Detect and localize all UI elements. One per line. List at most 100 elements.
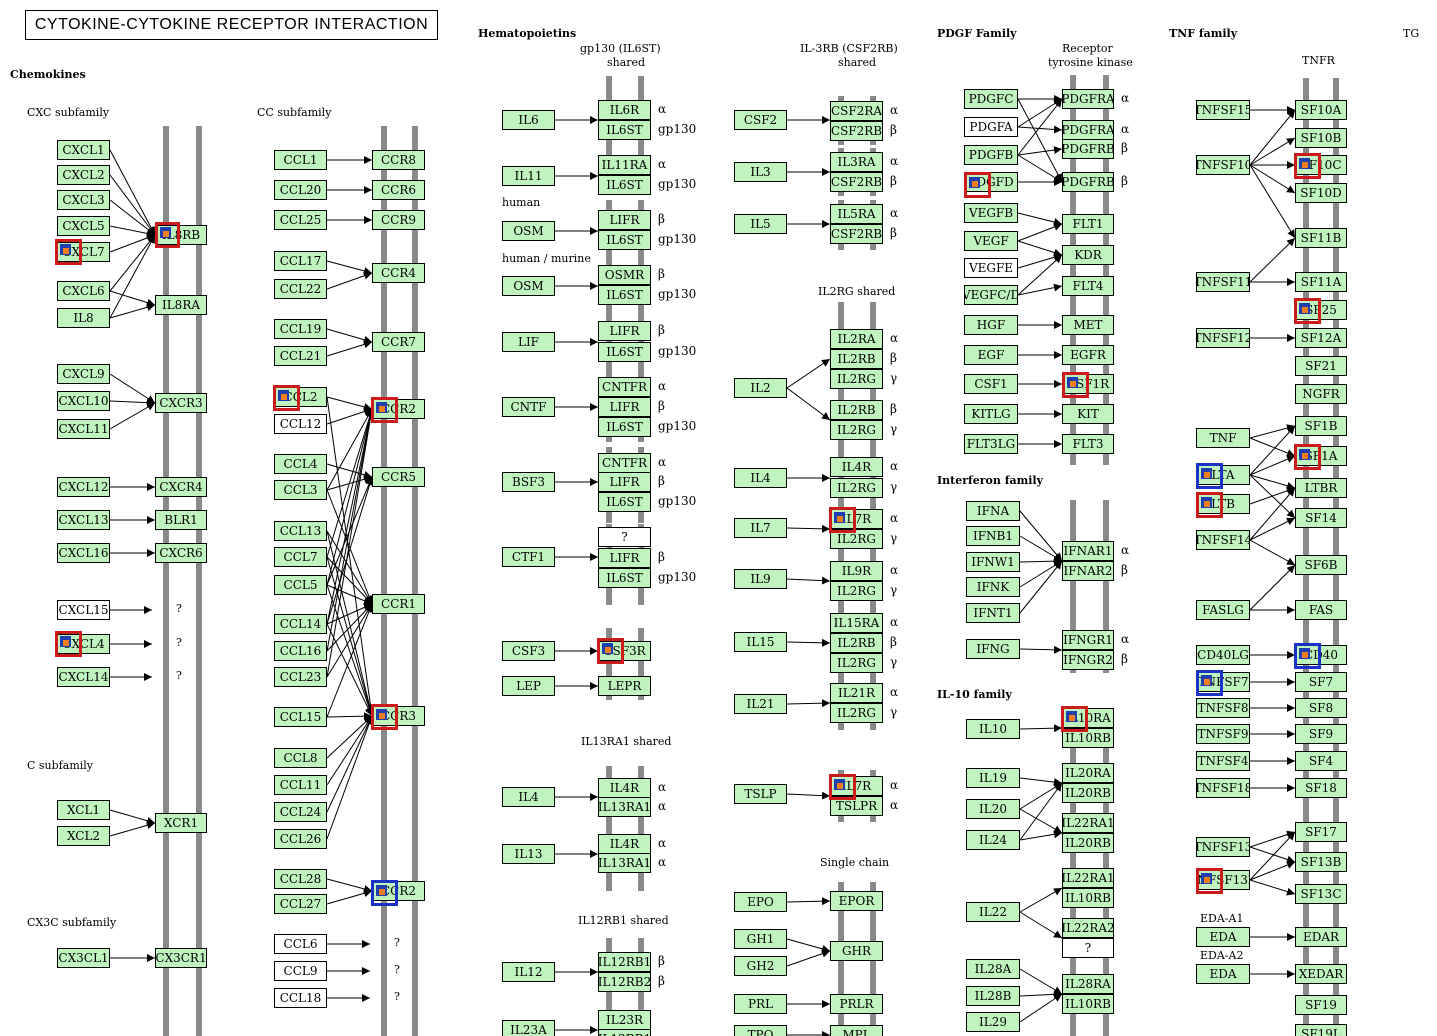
receptor-box-flt3[interactable]: FLT3 <box>1062 434 1114 454</box>
receptor-box-ccr9[interactable]: CCR9 <box>372 210 425 230</box>
receptor-box-il20rb[interactable]: IL20RB <box>1062 833 1114 853</box>
receptor-box-il2rg[interactable]: IL2RG <box>830 369 883 389</box>
ligand-box-xcl2[interactable]: XCL2 <box>57 826 110 846</box>
receptor-box-il7r[interactable]: IL7R <box>830 776 883 796</box>
receptor-box-prlr[interactable]: PRLR <box>830 994 883 1014</box>
receptor-box-ifnar2[interactable]: IFNAR2 <box>1062 561 1114 581</box>
ligand-box-ccl27[interactable]: CCL27 <box>274 894 327 914</box>
ligand-box-pdgfd[interactable]: PDGFD <box>964 172 1018 192</box>
receptor-box-flt4[interactable]: FLT4 <box>1062 276 1114 296</box>
ligand-box-ccl22[interactable]: CCL22 <box>274 279 327 299</box>
receptor-box-il15ra[interactable]: IL15RA <box>830 613 883 633</box>
ligand-box-il2[interactable]: IL2 <box>734 378 787 398</box>
receptor-box-il6st[interactable]: IL6ST <box>598 342 651 362</box>
ligand-box-il4[interactable]: IL4 <box>502 787 555 807</box>
receptor-box-ghr[interactable]: GHR <box>830 941 883 961</box>
ligand-box-ifnk[interactable]: IFNK <box>966 577 1020 597</box>
receptor-box-sf10b[interactable]: SF10B <box>1295 128 1347 148</box>
receptor-box-il13ra1[interactable]: IL13RA1 <box>598 853 651 873</box>
ligand-box-il19[interactable]: IL19 <box>966 768 1020 788</box>
receptor-box-il12rb2[interactable]: IL12RB2 <box>598 972 651 992</box>
receptor-box-lifr[interactable]: LIFR <box>598 548 651 568</box>
receptor-box-fas[interactable]: FAS <box>1295 600 1347 620</box>
ligand-box-il12[interactable]: IL12 <box>502 962 555 982</box>
receptor-box-csf1r[interactable]: CSF1R <box>1062 374 1114 394</box>
ligand-box-csf2[interactable]: CSF2 <box>734 110 787 130</box>
ligand-box-osm[interactable]: OSM <box>502 276 555 296</box>
receptor-box-ccr8[interactable]: CCR8 <box>372 150 425 170</box>
ligand-box-ccl25[interactable]: CCL25 <box>274 210 327 230</box>
receptor-box-il7r[interactable]: IL7R <box>830 509 883 529</box>
receptor-box-il10rb[interactable]: IL10RB <box>1062 994 1114 1014</box>
ligand-box-tnfsf11[interactable]: TNFSF11 <box>1196 272 1250 292</box>
ligand-box-cxcl7[interactable]: CXCL7 <box>57 242 110 262</box>
ligand-box-tnfsf4[interactable]: TNFSF4 <box>1196 751 1250 771</box>
receptor-box-cxcr4[interactable]: CXCR4 <box>155 477 207 497</box>
ligand-box-il11[interactable]: IL11 <box>502 166 555 186</box>
ligand-box-hgf[interactable]: HGF <box>964 315 1018 335</box>
receptor-box-kdr[interactable]: KDR <box>1062 245 1114 265</box>
receptor-box-csf3r[interactable]: CSF3R <box>598 641 651 661</box>
receptor-box-sf9[interactable]: SF9 <box>1295 724 1347 744</box>
ligand-box-cd40lg[interactable]: CD40LG <box>1196 645 1250 665</box>
receptor-box-il20ra[interactable]: IL20RA <box>1062 763 1114 783</box>
ligand-box-cxcl13[interactable]: CXCL13 <box>57 510 110 530</box>
ligand-box-il8[interactable]: IL8 <box>57 308 110 328</box>
ligand-box-eda[interactable]: EDA <box>1196 964 1250 984</box>
ligand-box-il9[interactable]: IL9 <box>734 569 787 589</box>
ligand-box-lta[interactable]: LTA <box>1196 465 1250 485</box>
ligand-box-ccl17[interactable]: CCL17 <box>274 251 327 271</box>
receptor-box-lifr[interactable]: LIFR <box>598 321 651 341</box>
ligand-box-tnf[interactable]: TNF <box>1196 428 1250 448</box>
ligand-box-tnfsf9[interactable]: TNFSF9 <box>1196 724 1250 744</box>
receptor-box-osmr[interactable]: OSMR <box>598 265 651 285</box>
receptor-box-il2rb[interactable]: IL2RB <box>830 349 883 369</box>
receptor-box-cxcr6[interactable]: CXCR6 <box>155 543 207 563</box>
ligand-box-tnfsf13b[interactable]: TNFSF13B <box>1196 870 1250 890</box>
ligand-box-ccl4[interactable]: CCL4 <box>274 454 327 474</box>
ligand-box-cxcl5[interactable]: CXCL5 <box>57 216 110 236</box>
ligand-box-gh1[interactable]: GH1 <box>734 929 787 949</box>
ligand-box-xcl1[interactable]: XCL1 <box>57 800 110 820</box>
receptor-box-ngfr[interactable]: NGFR <box>1295 384 1347 404</box>
ligand-box-cxcl12[interactable]: CXCL12 <box>57 477 110 497</box>
receptor-box-pdgfrb[interactable]: PDGFRB <box>1062 139 1114 159</box>
ligand-box-ccl19[interactable]: CCL19 <box>274 319 327 339</box>
ligand-box-tnfsf10[interactable]: TNFSF10 <box>1196 155 1250 175</box>
receptor-box-il2rg[interactable]: IL2RG <box>830 703 883 723</box>
receptor-box-sf4[interactable]: SF4 <box>1295 751 1347 771</box>
receptor-box-pdgfra[interactable]: PDGFRA <box>1062 120 1114 140</box>
ligand-box-il21[interactable]: IL21 <box>734 694 787 714</box>
ligand-box-ifnw1[interactable]: IFNW1 <box>966 552 1020 572</box>
receptor-box-sf19l[interactable]: SF19L <box>1295 1024 1347 1036</box>
receptor-box-edar[interactable]: EDAR <box>1295 927 1347 947</box>
ligand-box-epo[interactable]: EPO <box>734 892 787 912</box>
receptor-box-il2rb[interactable]: IL2RB <box>830 633 883 653</box>
ligand-box-il28b[interactable]: IL28B <box>966 986 1020 1006</box>
ligand-box-ccl20[interactable]: CCL20 <box>274 180 327 200</box>
ligand-box-il22[interactable]: IL22 <box>966 902 1020 922</box>
receptor-box-il10ra[interactable]: IL10RA <box>1062 708 1114 728</box>
receptor-box-lifr[interactable]: LIFR <box>598 397 651 417</box>
receptor-box-sf21[interactable]: SF21 <box>1295 356 1347 376</box>
ligand-box-ccl5[interactable]: CCL5 <box>274 575 327 595</box>
receptor-box-il6st[interactable]: IL6ST <box>598 568 651 588</box>
ligand-box-pdgfa[interactable]: PDGFA <box>964 117 1018 137</box>
receptor-box-il3ra[interactable]: IL3RA <box>830 152 883 172</box>
ligand-box-cxcl9[interactable]: CXCL9 <box>57 364 110 384</box>
ligand-box-lep[interactable]: LEP <box>502 676 555 696</box>
receptor-box-cx3cr1[interactable]: CX3CR1 <box>155 948 207 968</box>
receptor-box-sf8[interactable]: SF8 <box>1295 698 1347 718</box>
ligand-box-tnfsf7[interactable]: TNFSF7 <box>1196 672 1250 692</box>
ligand-box-ccl14[interactable]: CCL14 <box>274 614 327 634</box>
receptor-box-sf11b[interactable]: SF11B <box>1295 228 1347 248</box>
receptor-box-il6st[interactable]: IL6ST <box>598 492 651 512</box>
ligand-box-cxcl1[interactable]: CXCL1 <box>57 140 110 160</box>
ligand-box-cxcl16[interactable]: CXCL16 <box>57 543 110 563</box>
receptor-box-cd40[interactable]: CD40 <box>1295 645 1347 665</box>
receptor-box-sf25[interactable]: SF25 <box>1295 300 1347 320</box>
ligand-box-faslg[interactable]: FASLG <box>1196 600 1250 620</box>
receptor-box-ccr4[interactable]: CCR4 <box>372 263 425 283</box>
receptor-box-ccr3[interactable]: CCR3 <box>372 706 425 726</box>
receptor-box-csf2rb[interactable]: CSF2RB <box>830 172 883 192</box>
